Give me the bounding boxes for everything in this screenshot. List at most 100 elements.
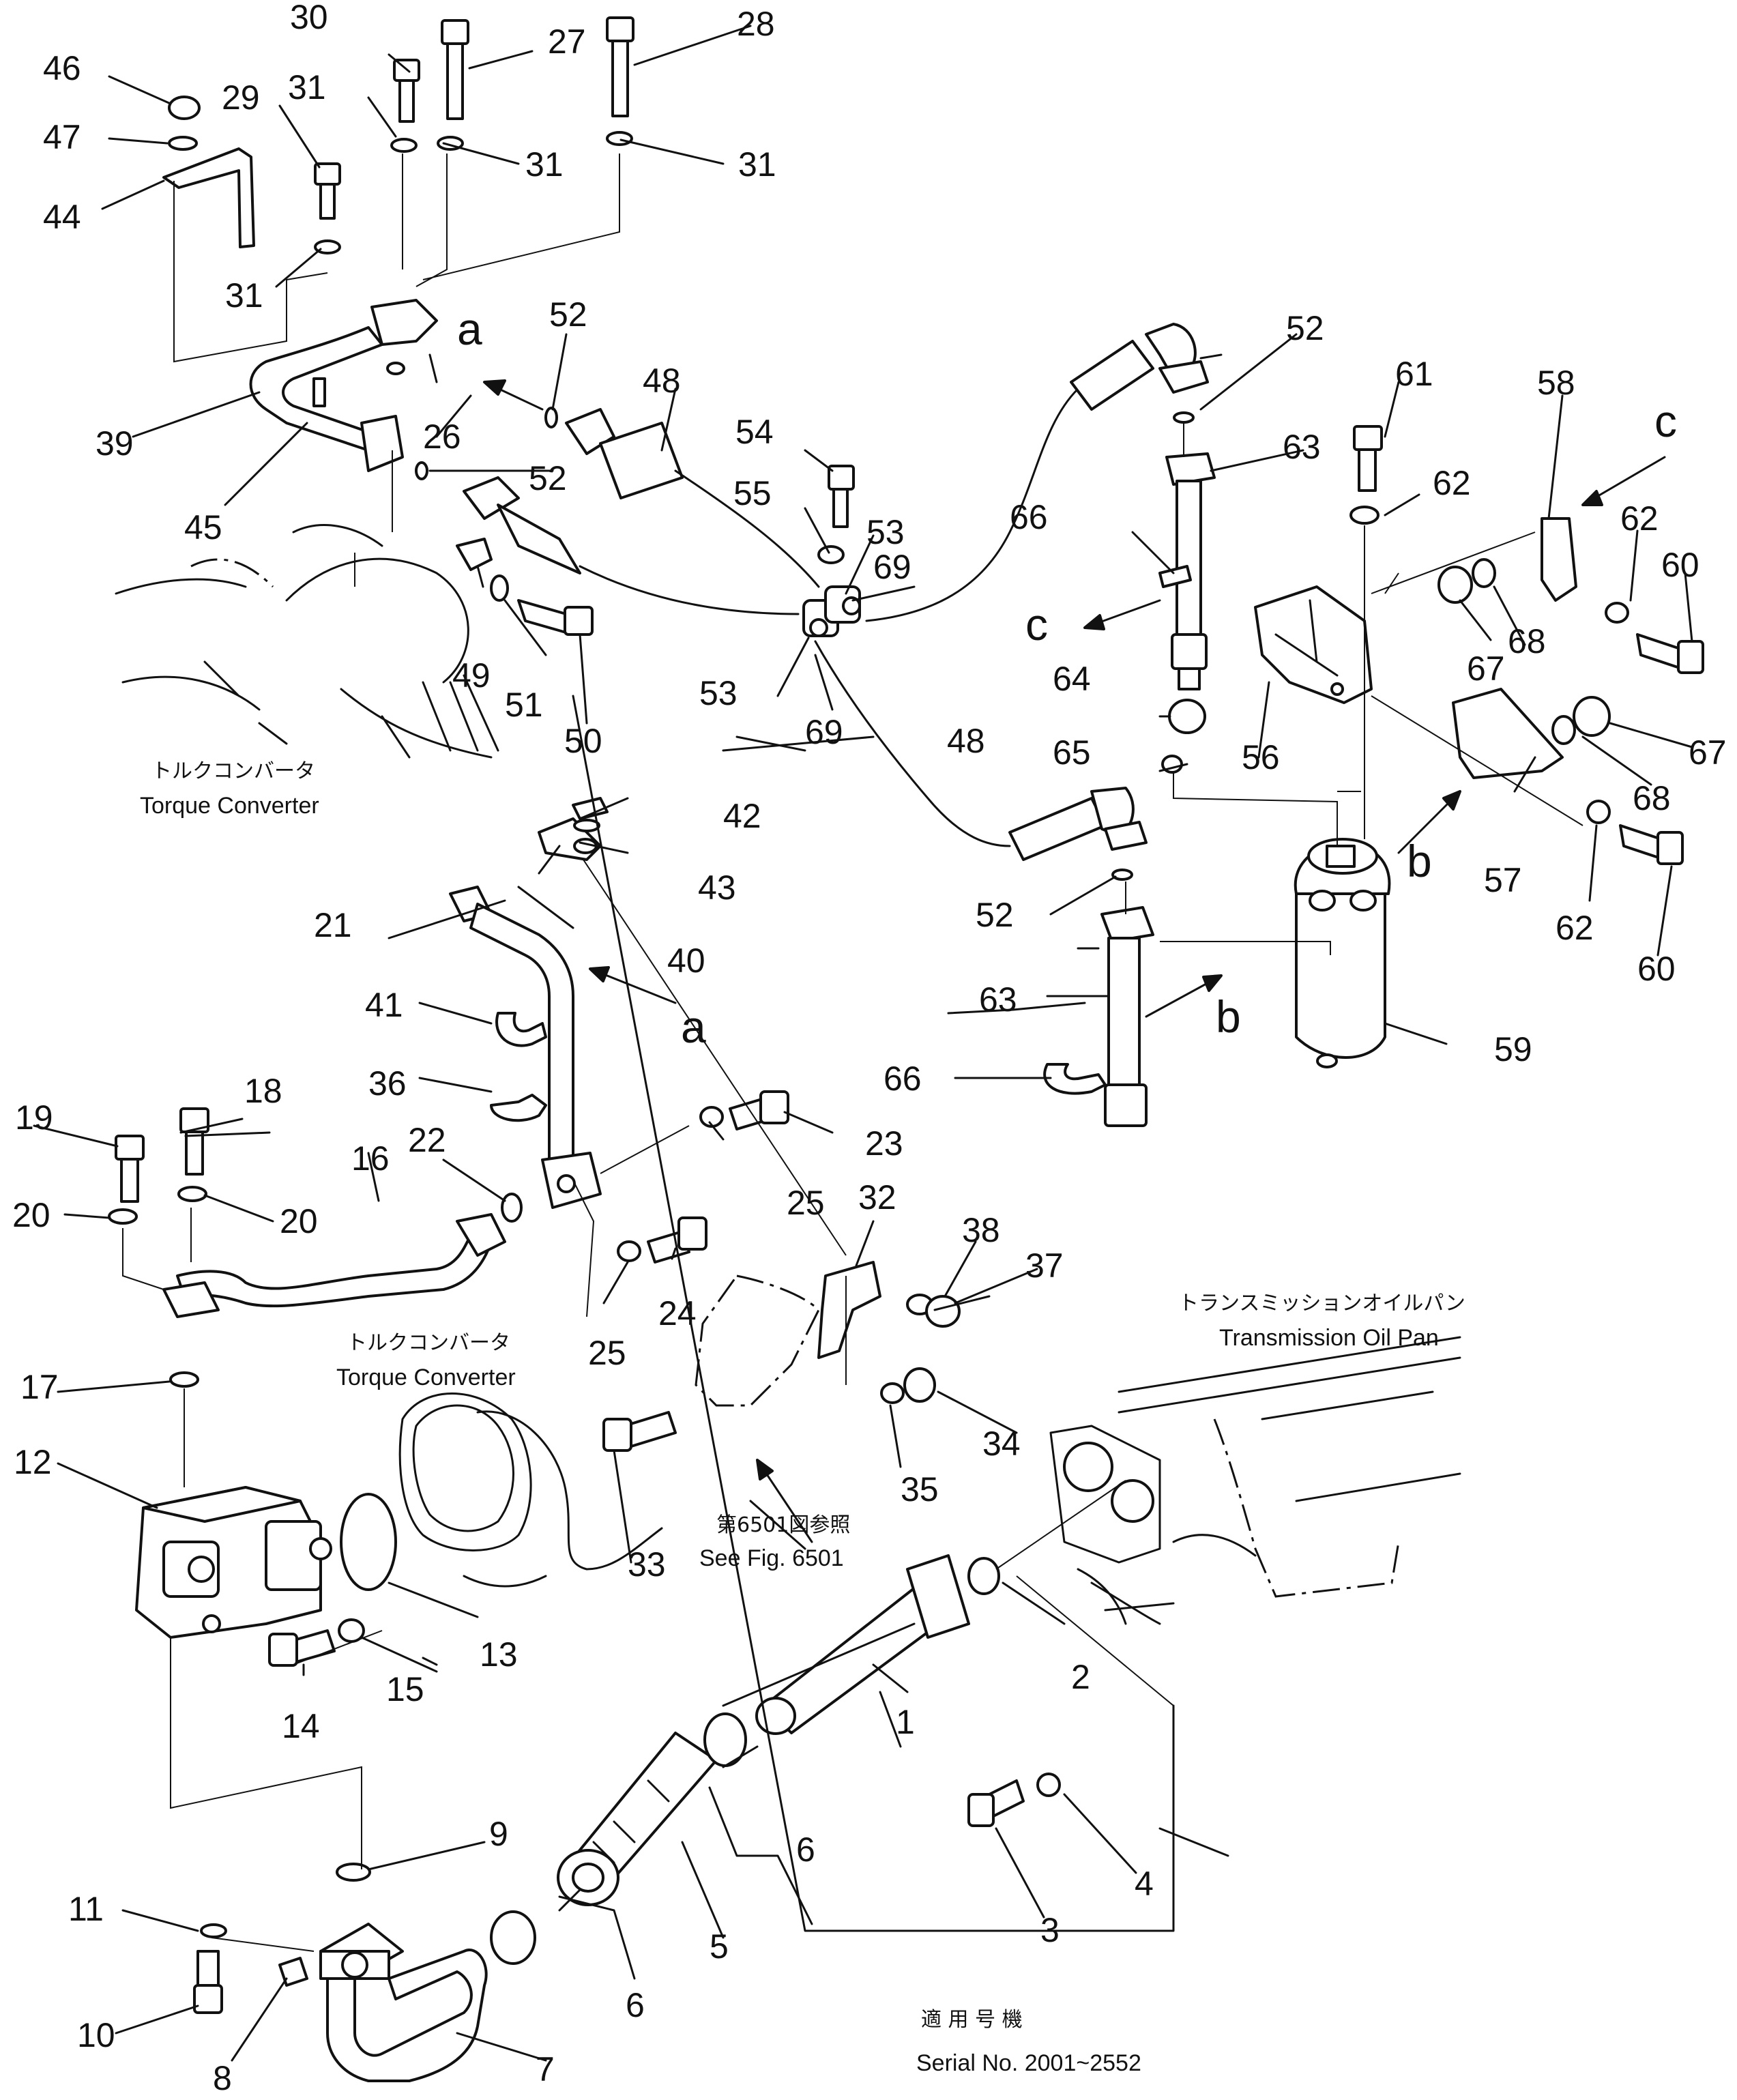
label-63b: 63 bbox=[979, 980, 1017, 1019]
label-52a: 52 bbox=[549, 295, 587, 334]
label-31d: 31 bbox=[225, 276, 263, 315]
clamp-50 bbox=[456, 538, 594, 636]
label-61: 61 bbox=[1395, 355, 1433, 393]
label-52c: 52 bbox=[1286, 309, 1324, 347]
label-6b: 6 bbox=[626, 1986, 645, 2024]
label-67a: 67 bbox=[1467, 650, 1505, 688]
label-20a: 20 bbox=[12, 1196, 50, 1234]
label-4: 4 bbox=[1135, 1865, 1154, 1903]
label-28: 28 bbox=[737, 5, 775, 43]
label-27: 27 bbox=[548, 23, 586, 61]
label-47: 47 bbox=[43, 118, 81, 156]
label-9: 9 bbox=[489, 1815, 508, 1853]
letter-c-left: c bbox=[1025, 599, 1048, 650]
bracket-58 bbox=[1541, 517, 1577, 602]
label-1: 1 bbox=[896, 1703, 915, 1741]
fasteners-right bbox=[1349, 425, 1704, 865]
label-66b: 66 bbox=[884, 1060, 922, 1098]
label-8: 8 bbox=[213, 2059, 232, 2097]
label-54: 54 bbox=[735, 413, 774, 451]
annotations: トルクコンバータ Torque Converter トルクコンバータ Torqu… bbox=[140, 759, 1465, 2076]
note-torque-converter-mid-en: Torque Converter bbox=[336, 1365, 516, 1390]
bolts-18-19-20 bbox=[108, 1107, 209, 1388]
bolts-23-24-25 bbox=[617, 1090, 789, 1264]
label-65: 65 bbox=[1053, 733, 1091, 772]
letter-b-filter: b bbox=[1407, 836, 1432, 886]
note-serial-en: Serial No. 2001~2552 bbox=[916, 2050, 1141, 2076]
label-19: 19 bbox=[15, 1098, 53, 1137]
label-62b: 62 bbox=[1620, 499, 1659, 538]
pipe-16 bbox=[162, 1193, 523, 1318]
note-torque-converter-mid-jp: トルクコンバータ bbox=[347, 1331, 510, 1355]
label-12: 12 bbox=[14, 1443, 52, 1481]
label-42: 42 bbox=[723, 797, 761, 835]
label-58: 58 bbox=[1537, 364, 1575, 402]
hose-upper-right bbox=[865, 323, 1209, 622]
label-32: 32 bbox=[858, 1178, 896, 1216]
torque-converter-top-outline bbox=[115, 524, 499, 759]
letter-a-mid: a bbox=[681, 1002, 706, 1052]
label-62a: 62 bbox=[1433, 464, 1471, 502]
label-53a: 53 bbox=[866, 513, 905, 551]
label-33: 33 bbox=[628, 1545, 666, 1584]
hose-5 bbox=[490, 1712, 747, 1965]
letter-b-lower: b bbox=[1216, 991, 1241, 1042]
label-37: 37 bbox=[1025, 1246, 1064, 1285]
hose-48-upper bbox=[415, 407, 820, 615]
label-63a: 63 bbox=[1283, 428, 1321, 466]
label-17: 17 bbox=[20, 1368, 59, 1406]
label-36: 36 bbox=[368, 1064, 407, 1103]
note-see-fig-en: See Fig. 6501 bbox=[699, 1545, 844, 1571]
label-53b: 53 bbox=[699, 674, 738, 712]
label-64: 64 bbox=[1053, 660, 1091, 698]
label-69a: 69 bbox=[873, 548, 911, 586]
pump-12 bbox=[135, 1486, 332, 1639]
hose-48-lower bbox=[814, 640, 1148, 881]
label-44: 44 bbox=[43, 198, 81, 236]
torque-converter-mid bbox=[340, 1392, 663, 1591]
label-62c: 62 bbox=[1556, 909, 1594, 947]
label-41: 41 bbox=[365, 986, 403, 1024]
label-50: 50 bbox=[564, 722, 602, 760]
clamps-41-36 bbox=[490, 1012, 547, 1122]
leader-lines bbox=[33, 25, 1693, 2062]
note-transmission-en: Transmission Oil Pan bbox=[1219, 1325, 1439, 1351]
label-25b: 25 bbox=[588, 1334, 626, 1372]
note-transmission-jp: トランスミッションオイルパン bbox=[1178, 1292, 1465, 1315]
label-13: 13 bbox=[480, 1635, 518, 1674]
note-torque-converter-top-en: Torque Converter bbox=[140, 793, 319, 819]
assembly-lines bbox=[122, 154, 1583, 1952]
view-letters: a a b b c c bbox=[457, 304, 1677, 1052]
label-49: 49 bbox=[452, 656, 491, 695]
transmission-oil-pan bbox=[1049, 1336, 1461, 1625]
elbow-7 bbox=[193, 1863, 488, 2082]
label-18: 18 bbox=[244, 1072, 282, 1110]
label-25a: 25 bbox=[787, 1184, 825, 1222]
pipe-1 bbox=[755, 1554, 1061, 1827]
note-serial-jp: 適 用 号 機 bbox=[921, 2008, 1023, 2032]
bolts-top bbox=[314, 16, 634, 254]
label-5: 5 bbox=[710, 1927, 729, 1966]
label-35: 35 bbox=[901, 1470, 939, 1508]
label-31c: 31 bbox=[738, 145, 776, 184]
label-52b: 52 bbox=[529, 459, 567, 497]
label-3: 3 bbox=[1040, 1911, 1060, 1949]
label-52d: 52 bbox=[976, 896, 1014, 934]
note-torque-converter-top-jp: トルクコンバータ bbox=[151, 759, 315, 783]
label-20b: 20 bbox=[280, 1202, 318, 1240]
bracket-56 bbox=[1254, 585, 1373, 704]
label-11: 11 bbox=[68, 1890, 104, 1928]
pipe-39 bbox=[249, 299, 438, 472]
label-48a: 48 bbox=[643, 362, 681, 400]
label-55: 55 bbox=[733, 474, 772, 512]
label-26: 26 bbox=[423, 418, 461, 456]
pipe-63-lower bbox=[1043, 906, 1154, 1127]
label-30: 30 bbox=[290, 0, 328, 36]
letter-c-right: c bbox=[1654, 396, 1677, 446]
label-69b: 69 bbox=[805, 713, 843, 751]
label-29: 29 bbox=[222, 78, 260, 117]
label-23: 23 bbox=[865, 1124, 903, 1163]
label-60a: 60 bbox=[1661, 546, 1699, 584]
label-67b: 67 bbox=[1689, 733, 1727, 772]
